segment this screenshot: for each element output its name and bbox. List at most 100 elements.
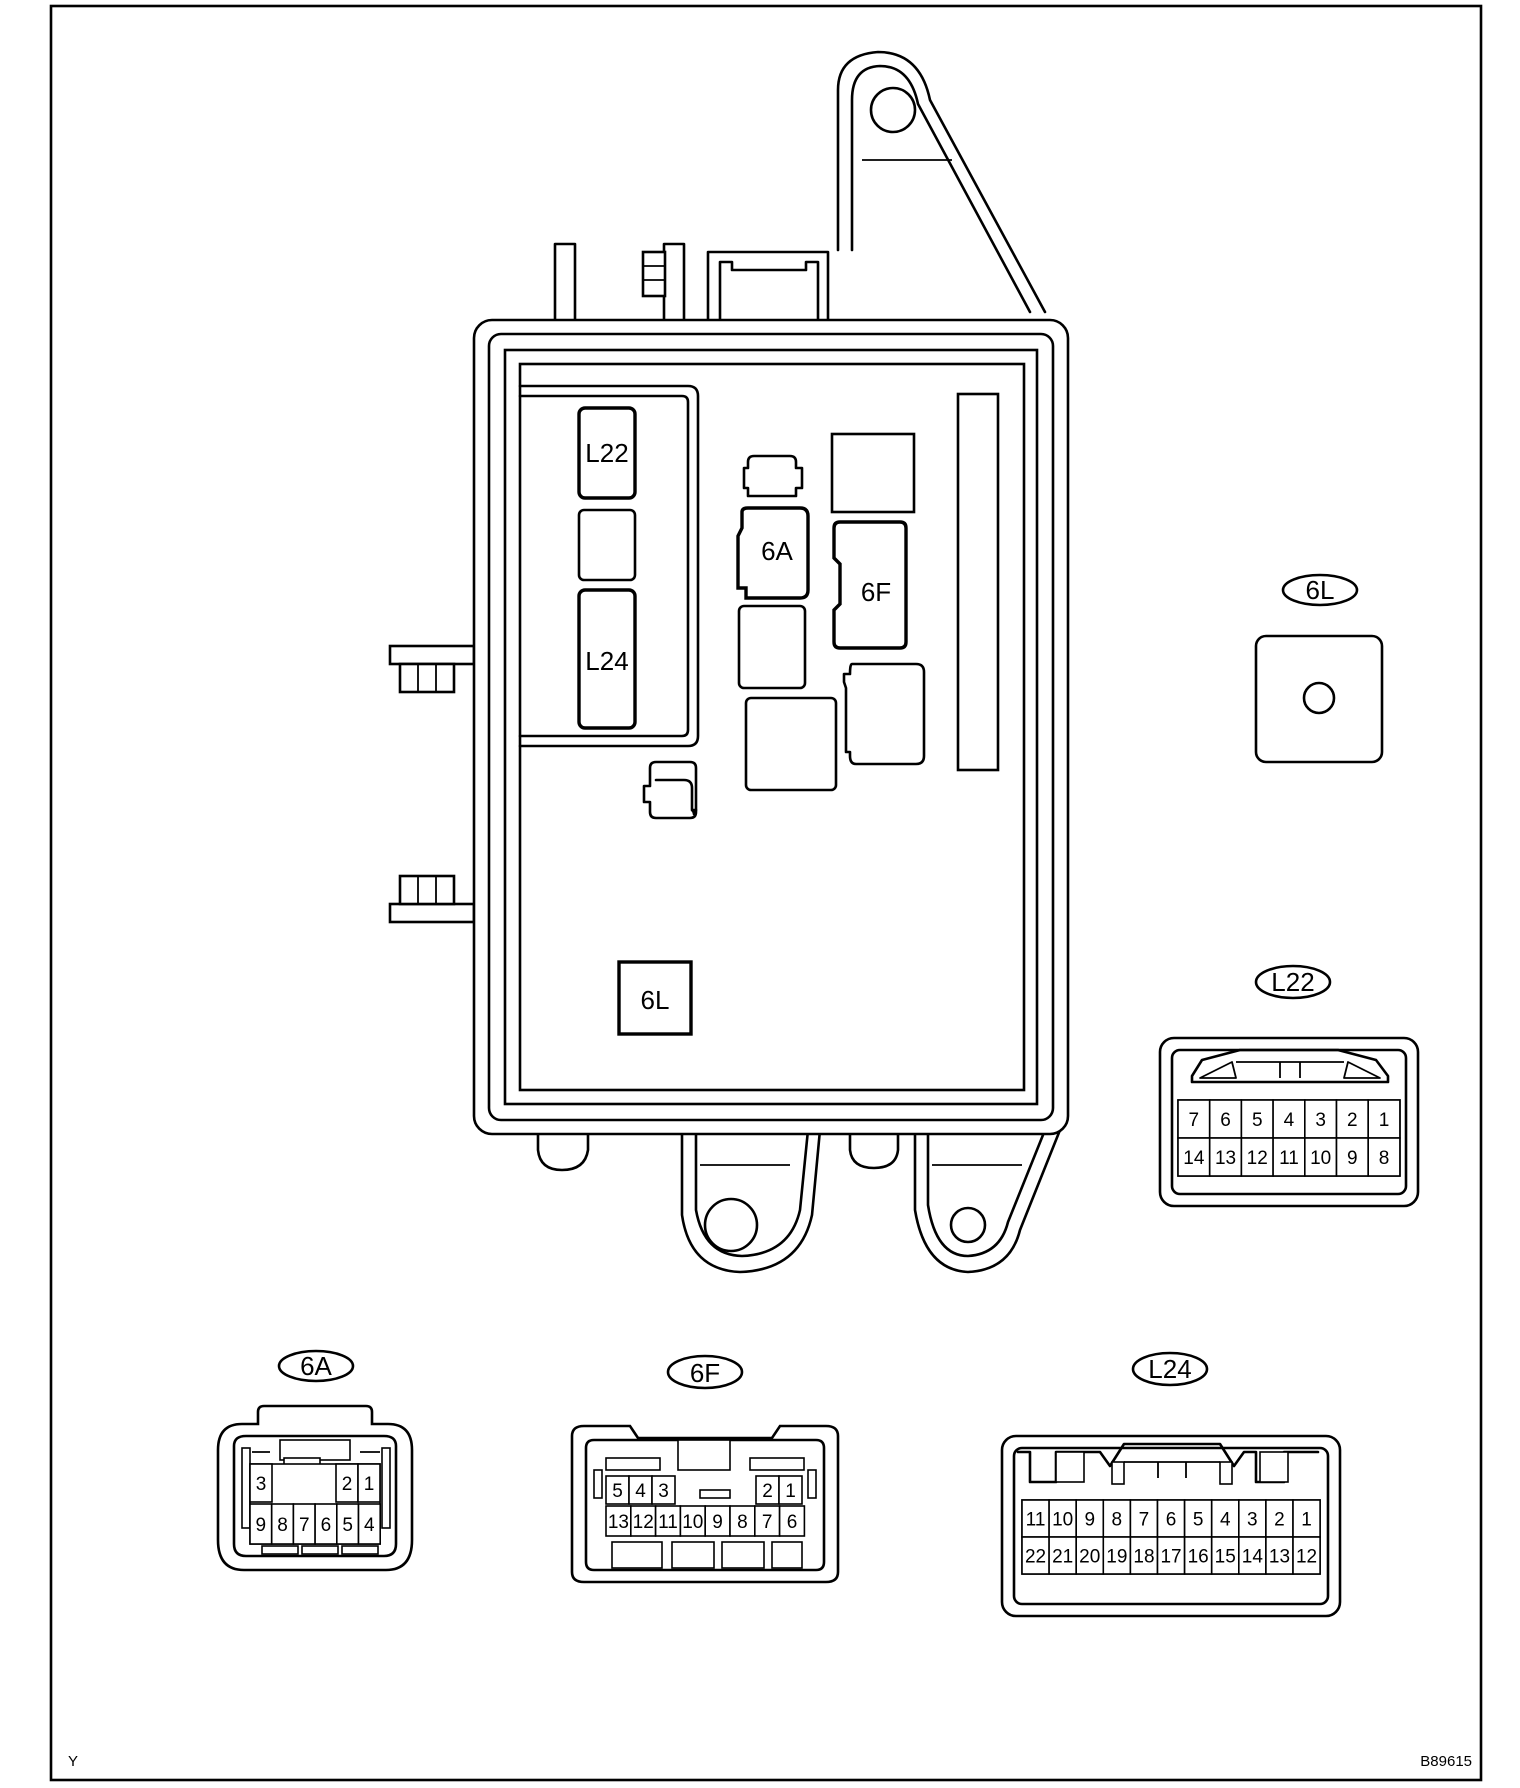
connector-6a-pin-number: 9 — [256, 1515, 267, 1536]
block-l24 — [577, 588, 637, 730]
connector-l22-pin-cell — [1335, 1137, 1370, 1177]
block-l24-label: L24 — [585, 646, 628, 676]
connector-l22-pin-number: 1 — [1379, 1110, 1390, 1131]
connector-l22-pin-number: 13 — [1215, 1148, 1236, 1169]
connector-l24-pin-number: 21 — [1052, 1547, 1073, 1568]
connector-l22-pin-number: 12 — [1247, 1148, 1268, 1169]
connector-l22-pin-number: 4 — [1284, 1110, 1295, 1131]
connector-6a-tag: 6A — [300, 1351, 332, 1381]
connector-l24-pin-number: 17 — [1160, 1547, 1181, 1568]
connector-6a-pin-number: 7 — [299, 1515, 310, 1536]
connector-l22-pin-number: 2 — [1347, 1110, 1358, 1131]
connector-l22-pin-number: 14 — [1183, 1148, 1205, 1169]
connector-6f-pin-number: 7 — [762, 1512, 773, 1533]
block-6a-label: 6A — [761, 536, 793, 566]
connector-6a-pin-number: 5 — [342, 1515, 353, 1536]
connector-l24-tag: L24 — [1148, 1354, 1191, 1384]
connector-6f-pin-number: 9 — [712, 1512, 723, 1533]
connector-l24-pin-number: 7 — [1139, 1510, 1150, 1531]
connector-6f-pin-number: 8 — [737, 1512, 748, 1533]
connector-l22-pin-cell — [1240, 1137, 1274, 1177]
connector-l24-pin-cell — [1021, 1536, 1050, 1575]
connector-l24-pin-number: 9 — [1084, 1510, 1095, 1531]
connector-l24-pin-number: 16 — [1188, 1547, 1209, 1568]
connector-6f-pin-number: 10 — [682, 1512, 703, 1533]
connector-6f-pin-number: 13 — [608, 1512, 629, 1533]
connector-l24-pin-cell — [1048, 1536, 1077, 1575]
connector-6f-pin-cell — [651, 1475, 676, 1505]
connector-6f-pin-number: 6 — [787, 1512, 798, 1533]
bottom-right-bracket — [913, 1128, 1062, 1274]
connector-6l-terminal — [1302, 681, 1336, 715]
connector-l24-pin-cell — [1292, 1536, 1321, 1575]
block-l22 — [577, 406, 637, 500]
connector-l24-pin-number: 6 — [1166, 1510, 1177, 1531]
connector-6a-pin-cell — [249, 1463, 273, 1503]
connector-l24-pin-number: 3 — [1247, 1510, 1258, 1531]
connector-l22-pin-number: 8 — [1379, 1148, 1390, 1169]
top-mounting-bracket — [836, 50, 1047, 314]
bottom-left-bracket — [680, 1128, 822, 1274]
connector-l24-pin-number: 8 — [1112, 1510, 1123, 1531]
connector-l24-pin-number: 10 — [1052, 1510, 1073, 1531]
connector-l24-pin-number: 19 — [1106, 1547, 1127, 1568]
block-6f — [832, 520, 908, 650]
connector-6a-pin-cell — [357, 1463, 381, 1503]
connector-l22-pin-cell — [1177, 1099, 1211, 1139]
connector-l22-pin-number: 3 — [1315, 1110, 1326, 1131]
connector-l24-pin-number: 4 — [1220, 1510, 1231, 1531]
connector-l24-pin-cell — [1129, 1536, 1159, 1575]
connector-l22-pin-number: 6 — [1220, 1110, 1231, 1131]
connector-l22-pin-cell — [1367, 1099, 1401, 1139]
connector-6a-pin-number: 8 — [277, 1515, 288, 1536]
connector-6a-pin-number: 3 — [256, 1474, 267, 1495]
connector-l24-pin-number: 15 — [1215, 1547, 1236, 1568]
block-l22-label: L22 — [585, 438, 628, 468]
connector-6a-pin-number: 6 — [321, 1515, 332, 1536]
connector-6f-pin-number: 4 — [635, 1481, 646, 1502]
connector-6f-pin-number: 5 — [612, 1481, 623, 1502]
connector-l22-pin-cell — [1367, 1137, 1401, 1177]
connector-6f-pin-number: 1 — [785, 1481, 796, 1502]
connector-6f-pin-cell — [729, 1505, 756, 1537]
connector-6l-body — [1254, 634, 1384, 764]
connector-6a-pin-number: 1 — [364, 1474, 375, 1495]
connector-6a-pin-number: 4 — [364, 1515, 375, 1536]
block-6f-label: 6F — [861, 577, 891, 607]
connector-6f-pin-cell — [654, 1505, 682, 1537]
connector-l24-pin-number: 11 — [1026, 1510, 1046, 1531]
connector-6a-pin-number: 2 — [342, 1474, 353, 1495]
connector-l22-pin-number: 7 — [1189, 1110, 1200, 1131]
connector-l24-pin-cell — [1102, 1536, 1132, 1575]
connector-6f-pin-number: 11 — [658, 1512, 678, 1533]
connector-l24-pin-cell — [1129, 1499, 1159, 1538]
connector-l22-pin-number: 11 — [1279, 1148, 1299, 1169]
connector-l24-pin-cell — [1075, 1536, 1105, 1575]
bottom-left-bolt-hole — [703, 1197, 759, 1253]
connector-6f-pin-number: 3 — [658, 1481, 669, 1502]
connector-6f-pin-cell — [704, 1505, 731, 1537]
connector-6a-pin-cell — [357, 1503, 382, 1545]
junction-block: L22 L24 6A 6F 6L — [388, 50, 1070, 1274]
connector-6f-tag: 6F — [690, 1358, 720, 1388]
connector-l24-pin-cell — [1075, 1499, 1105, 1538]
connector-6l-tag: 6L — [1306, 575, 1335, 605]
figure-code: B89615 — [1420, 1753, 1472, 1770]
connector-6f-pin-cell — [778, 1505, 806, 1537]
connector-l24-pin-number: 14 — [1242, 1547, 1264, 1568]
connector-l24-pin-cell — [1238, 1536, 1267, 1575]
connector-l24-pin-number: 5 — [1193, 1510, 1204, 1531]
connector-l24-pin-number: 20 — [1079, 1547, 1100, 1568]
connector-l24-pin-cell — [1156, 1499, 1186, 1538]
connector-l24-pin-number: 12 — [1296, 1547, 1317, 1568]
bottom-right-bolt-hole — [949, 1206, 987, 1244]
connector-6f-pin-number: 2 — [762, 1481, 773, 1502]
connector-l24-pin-cell — [1021, 1499, 1050, 1538]
corner-letter: Y — [68, 1753, 78, 1770]
connector-l22-pin-cell — [1272, 1137, 1306, 1177]
